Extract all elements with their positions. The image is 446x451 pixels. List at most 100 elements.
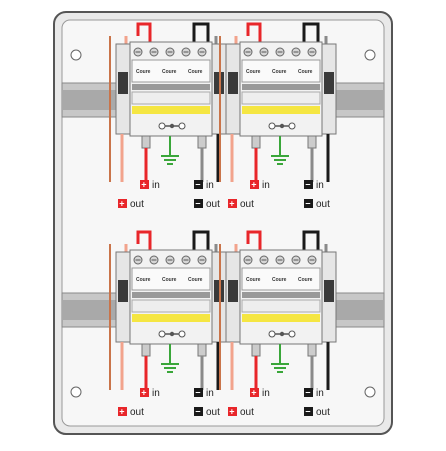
minus-in-label: in (316, 180, 324, 191)
badge-box (304, 407, 313, 416)
badge-sign: − (305, 388, 310, 398)
module-brand-label: Coure (188, 277, 203, 283)
plus-in-label: in (152, 388, 160, 399)
module-window (241, 91, 321, 105)
plus-in-label: in (262, 180, 270, 191)
mounting-hole-icon (70, 49, 82, 61)
badge-box (118, 407, 127, 416)
input-wire-positive (246, 22, 262, 44)
badge-box (250, 388, 259, 397)
ground-icon (271, 344, 289, 373)
mounting-hole-icon (364, 49, 376, 61)
badge-sign: + (141, 180, 146, 190)
fuse-icon (324, 280, 334, 302)
badge-box (140, 180, 149, 189)
screw-icon (291, 255, 301, 265)
screw-icon (243, 47, 253, 57)
ground-icon (271, 136, 289, 165)
badge-sign: + (119, 199, 124, 209)
module-label-strip (241, 59, 321, 83)
badge-box (194, 199, 203, 208)
plus-out-label: out (130, 199, 144, 210)
module-label-strip (131, 267, 211, 291)
yellow-band (132, 106, 210, 114)
input-wire-positive (246, 230, 262, 252)
badge-sign: + (141, 388, 146, 398)
plus-out-label: out (240, 199, 254, 210)
module-brand-label: Coure (136, 277, 151, 283)
plus-in-label: in (262, 388, 270, 399)
indicator-dot (169, 123, 175, 129)
module-brand-label: Coure (246, 277, 261, 283)
mounting-hole-icon (70, 386, 82, 398)
minus-in-label: in (316, 388, 324, 399)
badge-box (118, 199, 127, 208)
plus-out-badge: + (118, 199, 127, 209)
badge-sign: − (305, 199, 310, 209)
screw-icon (133, 47, 143, 57)
input-wire-positive (136, 22, 152, 44)
terminal-negative (307, 135, 317, 149)
terminal-positive (251, 135, 261, 149)
screw-icon (197, 255, 207, 265)
minus-out-label: out (316, 407, 330, 418)
fuse-icon (228, 280, 238, 302)
minus-in-badge: − (304, 388, 313, 398)
indicator-dot (169, 331, 175, 337)
badge-box (228, 407, 237, 416)
terminal-positive (141, 135, 151, 149)
ground-icon (161, 344, 179, 373)
screw-icon (275, 47, 285, 57)
screw-icon (158, 330, 166, 338)
terminal-positive (141, 343, 151, 357)
screw-icon (268, 330, 276, 338)
input-wire-negative (192, 22, 210, 44)
screw-icon (178, 122, 186, 130)
screw-icon (307, 255, 317, 265)
minus-out-label: out (316, 199, 330, 210)
module-window (131, 299, 211, 313)
screw-icon (149, 47, 159, 57)
module-brand-label: Coure (298, 277, 313, 283)
ground-icon (161, 136, 179, 165)
plus-out-label: out (240, 407, 254, 418)
plus-in-badge: + (140, 180, 149, 190)
fuse-icon (228, 72, 238, 94)
module-divider (132, 292, 210, 298)
plus-in-badge: + (140, 388, 149, 398)
screw-icon (158, 122, 166, 130)
module-divider (242, 84, 320, 90)
screw-icon (149, 255, 159, 265)
badge-sign: + (251, 180, 256, 190)
badge-box (304, 180, 313, 189)
yellow-band (242, 106, 320, 114)
indicator-dot (279, 331, 285, 337)
screw-icon (268, 122, 276, 130)
minus-out-label: out (206, 199, 220, 210)
badge-box (194, 388, 203, 397)
indicator-dot (279, 123, 285, 129)
badge-box (304, 388, 313, 397)
badge-box (228, 199, 237, 208)
module-label-strip (131, 59, 211, 83)
badge-sign: + (229, 407, 234, 417)
fuse-icon (118, 72, 128, 94)
minus-out-badge: − (304, 407, 313, 417)
screw-icon (291, 47, 301, 57)
screw-icon (165, 47, 175, 57)
mounting-hole-icon (364, 386, 376, 398)
screw-icon (288, 330, 296, 338)
badge-sign: − (305, 180, 310, 190)
minus-in-label: in (206, 388, 214, 399)
yellow-band (132, 314, 210, 322)
screw-icon (275, 255, 285, 265)
plus-in-badge: + (250, 388, 259, 398)
minus-out-badge: − (194, 199, 203, 209)
module-brand-label: Coure (188, 69, 203, 75)
minus-out-badge: − (304, 199, 313, 209)
plus-out-badge: + (228, 407, 237, 417)
